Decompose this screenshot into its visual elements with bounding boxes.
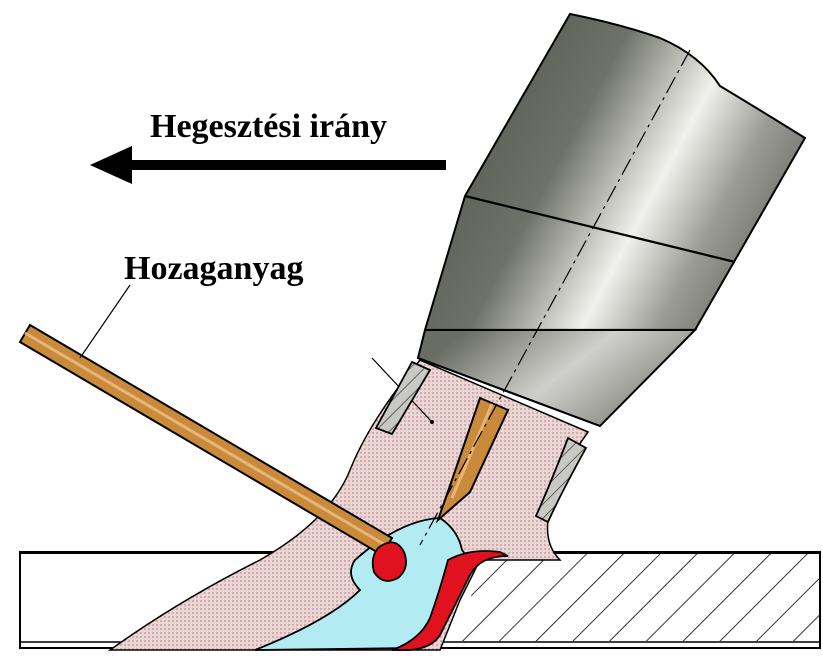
weld-bead [391, 550, 509, 651]
torch-axis-line [419, 49, 691, 546]
filler-leader-line [79, 284, 131, 359]
filler-material-label: Hozaganyag [124, 250, 304, 287]
filler-rod [18, 323, 407, 582]
arrow-left-icon [90, 146, 446, 184]
welding-direction-label: Hegesztési irány [150, 108, 387, 145]
gas-cup [374, 360, 588, 524]
welding-torch [416, 12, 807, 428]
tungsten-electrode [435, 396, 510, 524]
molten-droplet [371, 541, 407, 582]
